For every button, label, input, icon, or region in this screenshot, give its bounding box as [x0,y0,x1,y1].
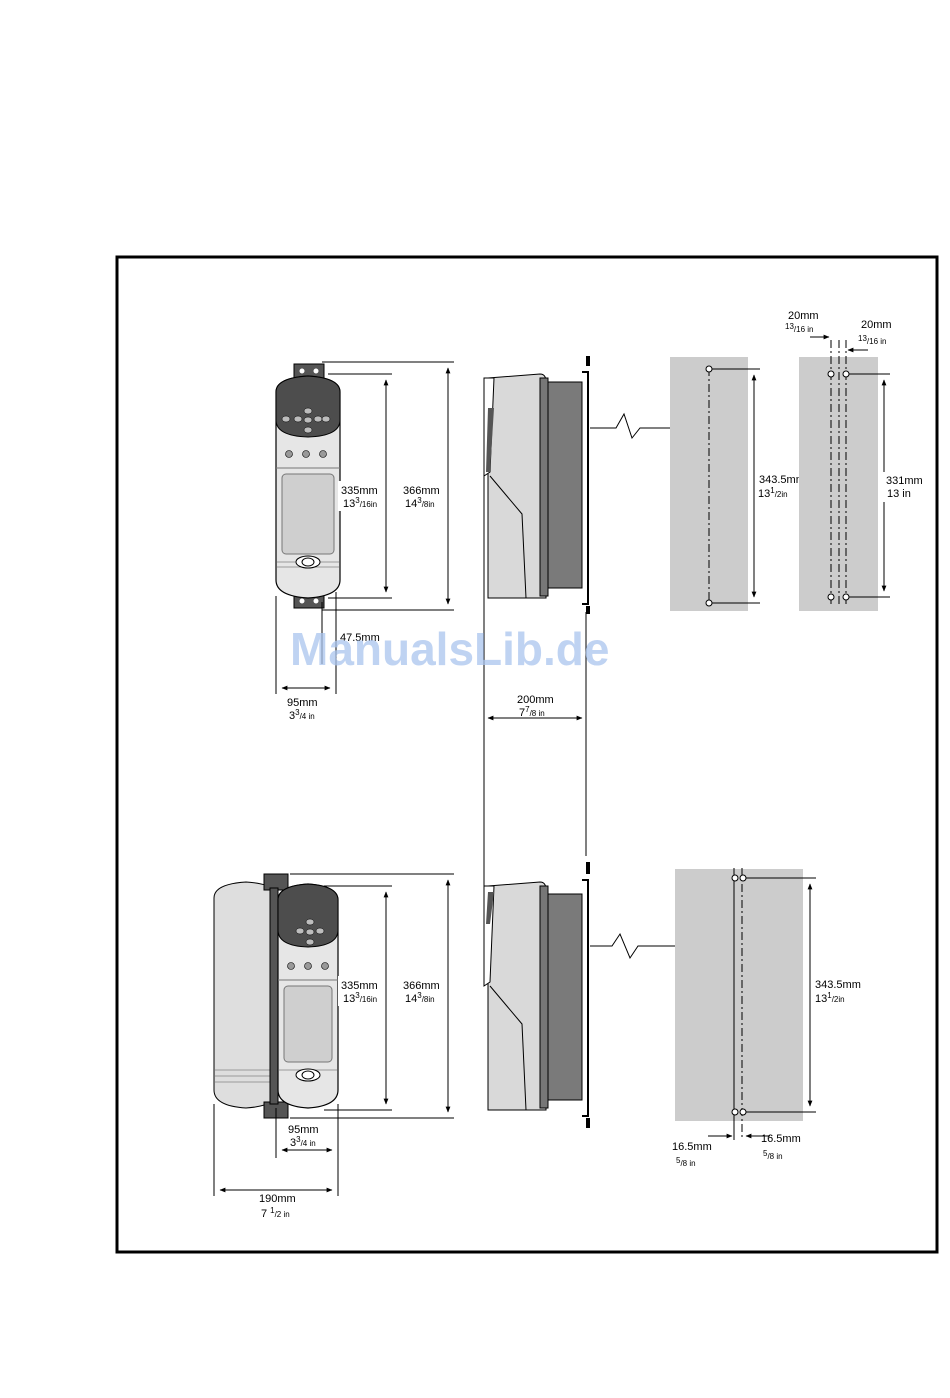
svg-text:13/16 in: 13/16 in [858,334,886,346]
top-panel-template-single [670,357,760,611]
hole-offset-left-mm: 16.5mm [672,1141,712,1153]
svg-text:5/8 in: 5/8 in [676,1156,696,1168]
svg-text:71/2 in: 71/2 in [261,1206,290,1220]
offset-a-mm: 20mm [788,310,819,322]
svg-text:5/8 in: 5/8 in [763,1149,783,1161]
bottom-pitch-mm: 343.5mm [815,979,861,991]
svg-text:13/16 in: 13/16 in [785,322,813,334]
alt-pitch-in: 13 in [887,488,911,500]
bottom-drives-front-view [214,874,338,1118]
hole-pitch-in: 13 [758,488,770,500]
svg-text:33/4 in: 33/4 in [290,1135,316,1149]
bottom-drive-side-view [484,862,590,1128]
hole-offset-right-mm: 16.5mm [761,1133,801,1145]
alt-pitch-mm: 331mm [886,475,923,487]
pair-width-mm: 190mm [259,1193,296,1205]
top-inner-height-in: 13 [343,498,355,510]
svg-text:77/8 in: 77/8 in [519,705,545,719]
bottom-inner-height-in: 13 [343,993,355,1005]
offset-b-mm: 20mm [861,319,892,331]
bottom-panel-template [675,868,816,1140]
bottom-outer-height-in: 14 [405,993,417,1005]
top-drive-side-view [484,356,590,614]
top-width-mm: 95mm [287,697,318,709]
depth-mm: 200mm [517,694,554,706]
watermark: ManualsLib.de [290,623,609,675]
top-drive-front-view [276,364,340,608]
bottom-pitch-in: 13 [815,993,827,1005]
bottom-width-mm: 95mm [288,1124,319,1136]
top-panel-template-alt [799,337,890,611]
hole-pitch-mm: 343.5mm [759,474,805,486]
svg-text:33/4 in: 33/4 in [289,708,315,722]
top-outer-height-in: 14 [405,498,417,510]
pair-width-in: 7 [261,1208,267,1220]
